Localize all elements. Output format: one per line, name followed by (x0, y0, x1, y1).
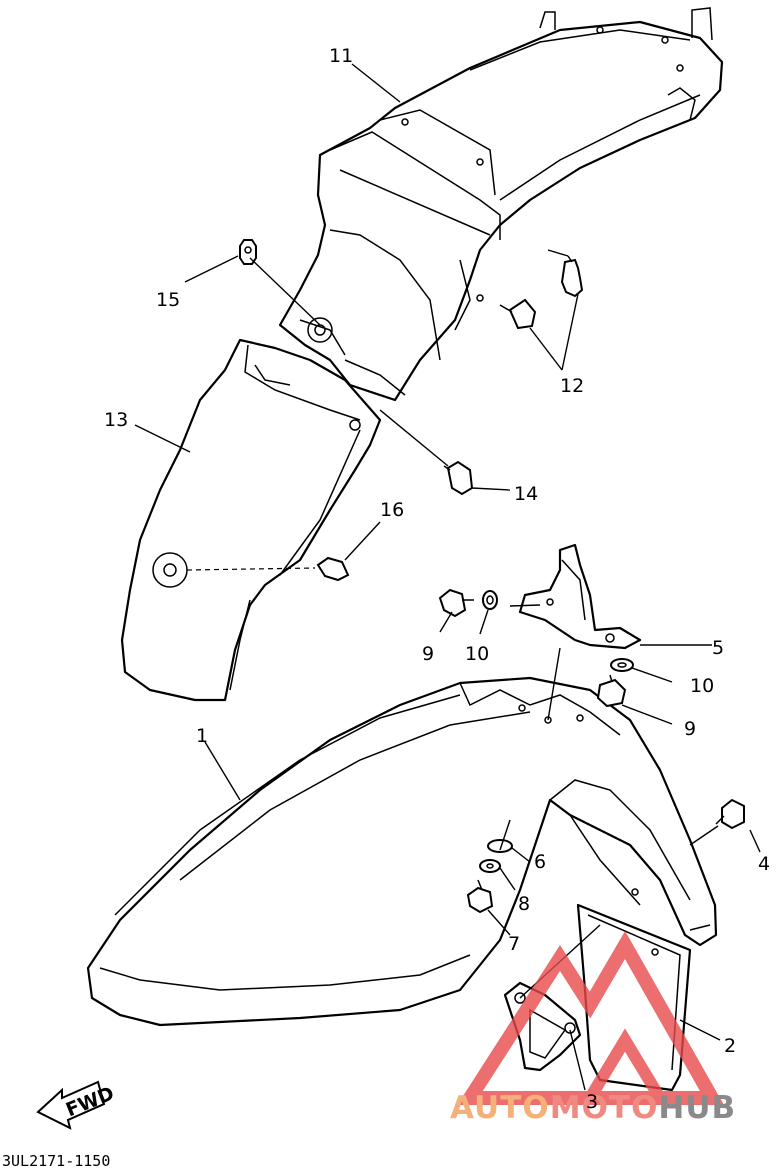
callout-15: 15 (156, 289, 180, 311)
callout-4: 4 (758, 853, 770, 875)
callout-9-left: 9 (422, 643, 434, 665)
rear-fender-part-11 (278, 7, 724, 402)
washer-part-10-left (482, 590, 498, 610)
callout-1: 1 (196, 725, 208, 747)
fwd-direction-arrow: FWD (36, 1080, 117, 1130)
bolt-part-9-left (438, 588, 474, 618)
front-fender-part-1 (86, 676, 718, 1027)
callout-5: 5 (712, 637, 724, 659)
callout-12: 12 (560, 375, 584, 397)
bolt-part-9-right (596, 674, 627, 708)
callout-7: 7 (508, 933, 520, 955)
callout-10-right: 10 (690, 675, 714, 697)
callout-9-right: 9 (684, 718, 696, 740)
watermark-word-moto: MOTO (550, 1090, 659, 1126)
washer-part-10-right (610, 658, 634, 672)
callout-14: 14 (514, 483, 538, 505)
watermark-text: AUTOMOTOHUB (450, 1090, 736, 1126)
nut-part-15 (239, 239, 257, 265)
washer-part-8 (479, 859, 501, 873)
callout-10-left: 10 (465, 643, 489, 665)
watermark-word-hub: HUB (658, 1090, 736, 1126)
bolt-part-16 (316, 556, 350, 582)
callout-labels: 11 15 12 13 14 16 9 10 5 10 9 1 4 6 8 7 … (104, 45, 770, 1113)
callout-11: 11 (329, 45, 353, 67)
plate-part-2 (576, 903, 692, 1092)
watermark-logo-icon (457, 930, 725, 1105)
bolt-part-7 (466, 879, 494, 914)
bolt-part-12-upper (560, 255, 584, 298)
callout-13: 13 (104, 409, 128, 431)
callout-6: 6 (534, 851, 546, 873)
callout-3: 3 (586, 1091, 598, 1113)
callout-16: 16 (380, 499, 404, 521)
bracket-part-5 (518, 543, 642, 650)
drawing-code: 3UL2171-1150 (2, 1152, 110, 1170)
watermark-word-auto: AUTO (450, 1090, 550, 1126)
bolt-part-14 (443, 460, 474, 496)
washer-part-6 (487, 839, 513, 853)
watermark-logo (457, 930, 725, 1105)
watermark-logo-inner-icon (584, 1028, 666, 1102)
hardware (239, 239, 745, 914)
bolt-part-12-lower (499, 298, 537, 330)
mud-flap-part-13 (120, 338, 382, 702)
callout-2: 2 (724, 1035, 736, 1057)
leader-lines (134, 63, 761, 1091)
bolt-part-4 (715, 798, 745, 830)
callout-8: 8 (518, 893, 530, 915)
